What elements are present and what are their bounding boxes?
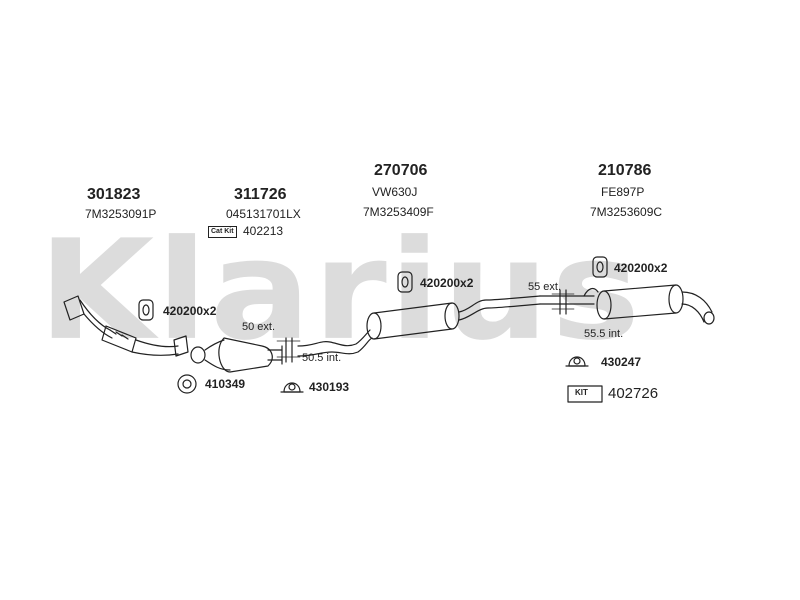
gasket-middle-label: 420200x2 bbox=[420, 276, 474, 290]
cat-kit-number: 402213 bbox=[243, 224, 284, 238]
part-code-rear-silencer-1: FE897P bbox=[601, 185, 645, 199]
part-code-rear-silencer-2: 7M3253609C bbox=[590, 205, 663, 219]
ring-icon bbox=[177, 374, 197, 394]
part-code-front-pipe: 7M3253091P bbox=[85, 207, 157, 221]
clamp-left-label: 430193 bbox=[309, 380, 350, 394]
gasket-icon-middle bbox=[397, 271, 413, 293]
kit-box bbox=[567, 385, 603, 403]
part-code-middle-silencer-1: VW630J bbox=[372, 185, 418, 199]
clamp-icon-left bbox=[280, 382, 304, 393]
cat-kit-badge: Cat Kit bbox=[208, 226, 237, 238]
left-int-dimension: 50.5 int. bbox=[302, 352, 342, 364]
rear-silencer bbox=[539, 284, 715, 325]
part-number-front-pipe: 301823 bbox=[87, 186, 141, 203]
part-code-catalytic-converter: 045131701LX bbox=[226, 207, 301, 221]
part-number-catalytic-converter: 311726 bbox=[234, 186, 287, 203]
part-number-rear-silencer: 210786 bbox=[598, 162, 652, 179]
klarius-watermark: Klarius bbox=[38, 210, 643, 372]
catalytic-converter bbox=[190, 337, 283, 373]
front-pipe bbox=[63, 295, 189, 357]
part-code-middle-silencer-2: 7M3253409F bbox=[363, 205, 434, 219]
gasket-left-label: 420200x2 bbox=[163, 304, 217, 318]
kit-number: 402726 bbox=[608, 385, 659, 402]
gasket-icon-right bbox=[592, 256, 608, 278]
kit-badge: KIT bbox=[575, 388, 588, 397]
middle-silencer bbox=[297, 295, 541, 357]
gasket-icon-left bbox=[138, 299, 154, 321]
clamp-icon-right bbox=[565, 356, 589, 367]
right-joint bbox=[551, 289, 575, 315]
part-number-middle-silencer: 270706 bbox=[374, 162, 428, 179]
gasket-right-label: 420200x2 bbox=[614, 261, 668, 275]
clamp-right-label: 430247 bbox=[601, 355, 642, 369]
ring-label: 410349 bbox=[205, 377, 246, 391]
left-joint bbox=[276, 337, 301, 363]
left-ext-dimension: 50 ext. bbox=[242, 321, 276, 333]
right-ext-dimension: 55 ext. bbox=[528, 281, 562, 293]
right-int-dimension: 55.5 int. bbox=[584, 328, 624, 340]
